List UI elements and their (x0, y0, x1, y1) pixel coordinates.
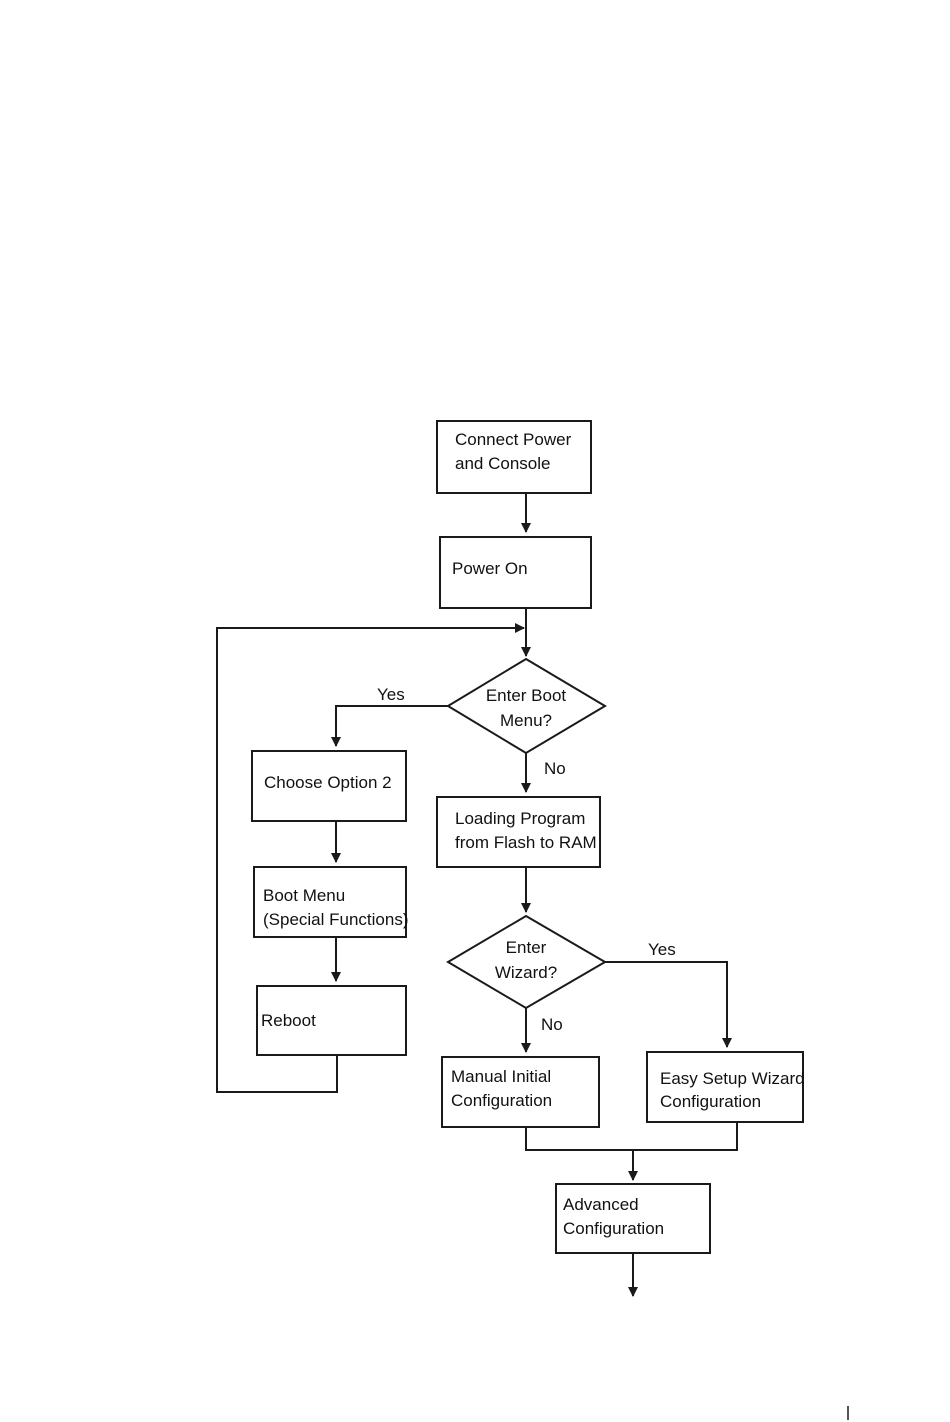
node-power-on-line1: Power On (452, 559, 528, 578)
node-choose-option-2: Choose Option 2 (252, 751, 406, 821)
node-enter-wizard-line1: Enter (506, 938, 547, 957)
node-easy-setup-line2: Configuration (660, 1092, 761, 1111)
node-loading-line2: from Flash to RAM (455, 833, 597, 852)
node-reboot: Reboot (257, 986, 406, 1055)
node-advanced-line2: Configuration (563, 1219, 664, 1238)
node-choose-option-line1: Choose Option 2 (264, 773, 392, 792)
node-boot-menu-line1: Boot Menu (263, 886, 345, 905)
node-enter-wizard-decision: Enter Wizard? (448, 916, 605, 1008)
node-enter-boot-menu-decision: Enter Boot Menu? (448, 659, 605, 753)
node-boot-menu-line2: (Special Functions) (263, 910, 409, 929)
node-enter-wizard-line2: Wizard? (495, 963, 557, 982)
node-connect-power-console: Connect Power and Console (437, 421, 591, 493)
label-enter-wizard-yes: Yes (648, 940, 676, 959)
node-easy-setup-wizard-configuration: Easy Setup Wizard Configuration (647, 1052, 805, 1122)
label-enter-boot-yes: Yes (377, 685, 405, 704)
node-connect-line2: and Console (455, 454, 550, 473)
label-enter-wizard-no: No (541, 1015, 563, 1034)
node-enter-boot-line1: Enter Boot (486, 686, 567, 705)
node-enter-boot-line2: Menu? (500, 711, 552, 730)
node-advanced-line1: Advanced (563, 1195, 639, 1214)
edge-merge-to-advanced (526, 1122, 737, 1180)
node-loading-line1: Loading Program (455, 809, 585, 828)
node-boot-menu-special: Boot Menu (Special Functions) (254, 867, 409, 937)
node-manual-line2: Configuration (451, 1091, 552, 1110)
node-easy-setup-line1: Easy Setup Wizard (660, 1069, 805, 1088)
node-advanced-configuration: Advanced Configuration (556, 1184, 710, 1253)
node-power-on: Power On (440, 537, 591, 608)
node-reboot-line1: Reboot (261, 1011, 316, 1030)
edge-enter-boot-yes (336, 706, 448, 746)
node-manual-line1: Manual Initial (451, 1067, 551, 1086)
node-connect-line1: Connect Power (455, 430, 572, 449)
node-loading-program: Loading Program from Flash to RAM (437, 797, 600, 867)
node-manual-initial-configuration: Manual Initial Configuration (442, 1057, 599, 1127)
edge-enter-wizard-yes (605, 962, 727, 1047)
label-enter-boot-no: No (544, 759, 566, 778)
